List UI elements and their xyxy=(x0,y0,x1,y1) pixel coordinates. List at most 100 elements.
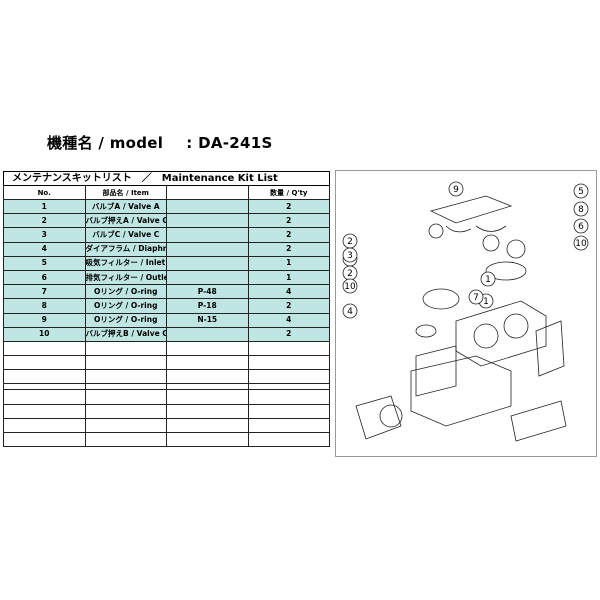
cell-qty: 2 xyxy=(247,213,330,229)
header-item: 部品名 / Item xyxy=(84,185,167,200)
empty-cell xyxy=(3,403,86,419)
cell-qty: 1 xyxy=(247,269,330,286)
cell-name: Oリング / O-ring xyxy=(84,312,167,328)
callout-label: 2 xyxy=(347,269,353,279)
cell-size xyxy=(166,269,249,286)
callout-circle xyxy=(480,271,496,287)
header-qty: 数量 / Q'ty xyxy=(247,185,330,200)
empty-cell xyxy=(3,355,86,371)
valve-body-outline xyxy=(429,195,513,224)
empty-cell xyxy=(166,340,249,357)
callout-circle xyxy=(342,303,358,319)
empty-cell xyxy=(247,355,330,371)
o-ring-outline xyxy=(415,324,437,338)
diaphragm-outline xyxy=(485,261,527,281)
cell-no: 3 xyxy=(3,227,86,243)
model-label: 機種名 / model xyxy=(47,134,164,152)
filter-panel-outline xyxy=(415,345,457,397)
cell-no: 5 xyxy=(3,255,86,271)
empty-cell xyxy=(166,389,249,405)
callout-circle xyxy=(573,201,589,217)
empty-cell xyxy=(166,431,249,448)
empty-cell xyxy=(84,431,167,448)
exploded-view-drawing: 9586210321031471 xyxy=(342,181,589,442)
callout-label: 9 xyxy=(453,185,459,195)
cell-qty: 4 xyxy=(247,312,330,328)
cell-size xyxy=(166,326,249,342)
cell-size xyxy=(166,213,249,229)
cell-no: 6 xyxy=(3,269,86,286)
part-circle xyxy=(506,239,526,259)
empty-cell xyxy=(84,417,167,434)
empty-cell xyxy=(247,389,330,405)
empty-cell xyxy=(247,340,330,357)
empty-cell xyxy=(3,369,86,385)
callout-circle xyxy=(448,181,464,197)
cell-size xyxy=(166,198,249,215)
callout-label: 8 xyxy=(578,205,584,215)
part-circle xyxy=(482,234,500,252)
header-size xyxy=(166,185,249,200)
table-header-row: No. 部品名 / Item 数量 / Q'ty xyxy=(3,185,330,200)
callout-label: 5 xyxy=(578,187,584,197)
valve-parts-outline xyxy=(445,225,507,233)
empty-cell xyxy=(3,417,86,434)
cell-name: 吸気フィルター / Inlet Filter xyxy=(84,255,167,271)
fan-cover-outline xyxy=(355,395,402,440)
cell-name: Oリング / O-ring xyxy=(84,284,167,300)
cell-qty: 2 xyxy=(247,326,330,342)
callout-label: 10 xyxy=(344,282,356,292)
callout-label: 4 xyxy=(347,307,353,317)
empty-row xyxy=(3,369,330,385)
cell-qty: 2 xyxy=(247,298,330,314)
maintenance-kit-table: メンテナンスキットリスト ／ Maintenance Kit List No. … xyxy=(3,171,330,448)
callout-circle xyxy=(573,235,589,251)
cell-qty: 2 xyxy=(247,241,330,257)
cell-name: 排気フィルター / Outlet Filter xyxy=(84,269,167,286)
empty-cell xyxy=(3,340,86,357)
table-title: メンテナンスキットリスト ／ Maintenance Kit List xyxy=(3,171,330,186)
empty-cell xyxy=(166,417,249,434)
empty-cell xyxy=(166,403,249,419)
empty-cell xyxy=(3,431,86,448)
cell-no: 4 xyxy=(3,241,86,257)
cell-no: 2 xyxy=(3,213,86,229)
cell-qty: 2 xyxy=(247,198,330,215)
model-title: 機種名 / model : DA-241S xyxy=(47,132,273,153)
part-circle xyxy=(428,223,444,239)
empty-row xyxy=(3,417,330,434)
callout-circle xyxy=(468,289,484,305)
cell-no: 7 xyxy=(3,284,86,300)
empty-row xyxy=(3,340,330,357)
callout-label: 7 xyxy=(473,293,479,303)
empty-row xyxy=(3,403,330,419)
cell-name: ダイアフラム / Diaphragm xyxy=(84,241,167,257)
empty-row xyxy=(3,389,330,405)
cell-size: P-18 xyxy=(166,298,249,314)
cell-size xyxy=(166,241,249,257)
callout-circle xyxy=(573,183,589,199)
exploded-view-diagram: 9586210321031471 xyxy=(335,170,597,457)
empty-cell xyxy=(84,389,167,405)
callout-label: 3 xyxy=(347,251,353,261)
header-no: No. xyxy=(3,185,86,200)
empty-cell xyxy=(247,403,330,419)
housing-outline xyxy=(455,300,547,367)
empty-cell xyxy=(84,403,167,419)
callout-circle xyxy=(573,218,589,234)
empty-cell xyxy=(247,369,330,385)
cell-no: 8 xyxy=(3,298,86,314)
callout-label: 1 xyxy=(485,275,491,285)
empty-cell xyxy=(247,417,330,434)
housing-port xyxy=(473,323,499,349)
base-plate-outline xyxy=(510,400,567,442)
cell-qty: 2 xyxy=(247,227,330,243)
callout-label: 6 xyxy=(578,222,584,232)
table-title-row: メンテナンスキットリスト ／ Maintenance Kit List xyxy=(3,171,330,186)
